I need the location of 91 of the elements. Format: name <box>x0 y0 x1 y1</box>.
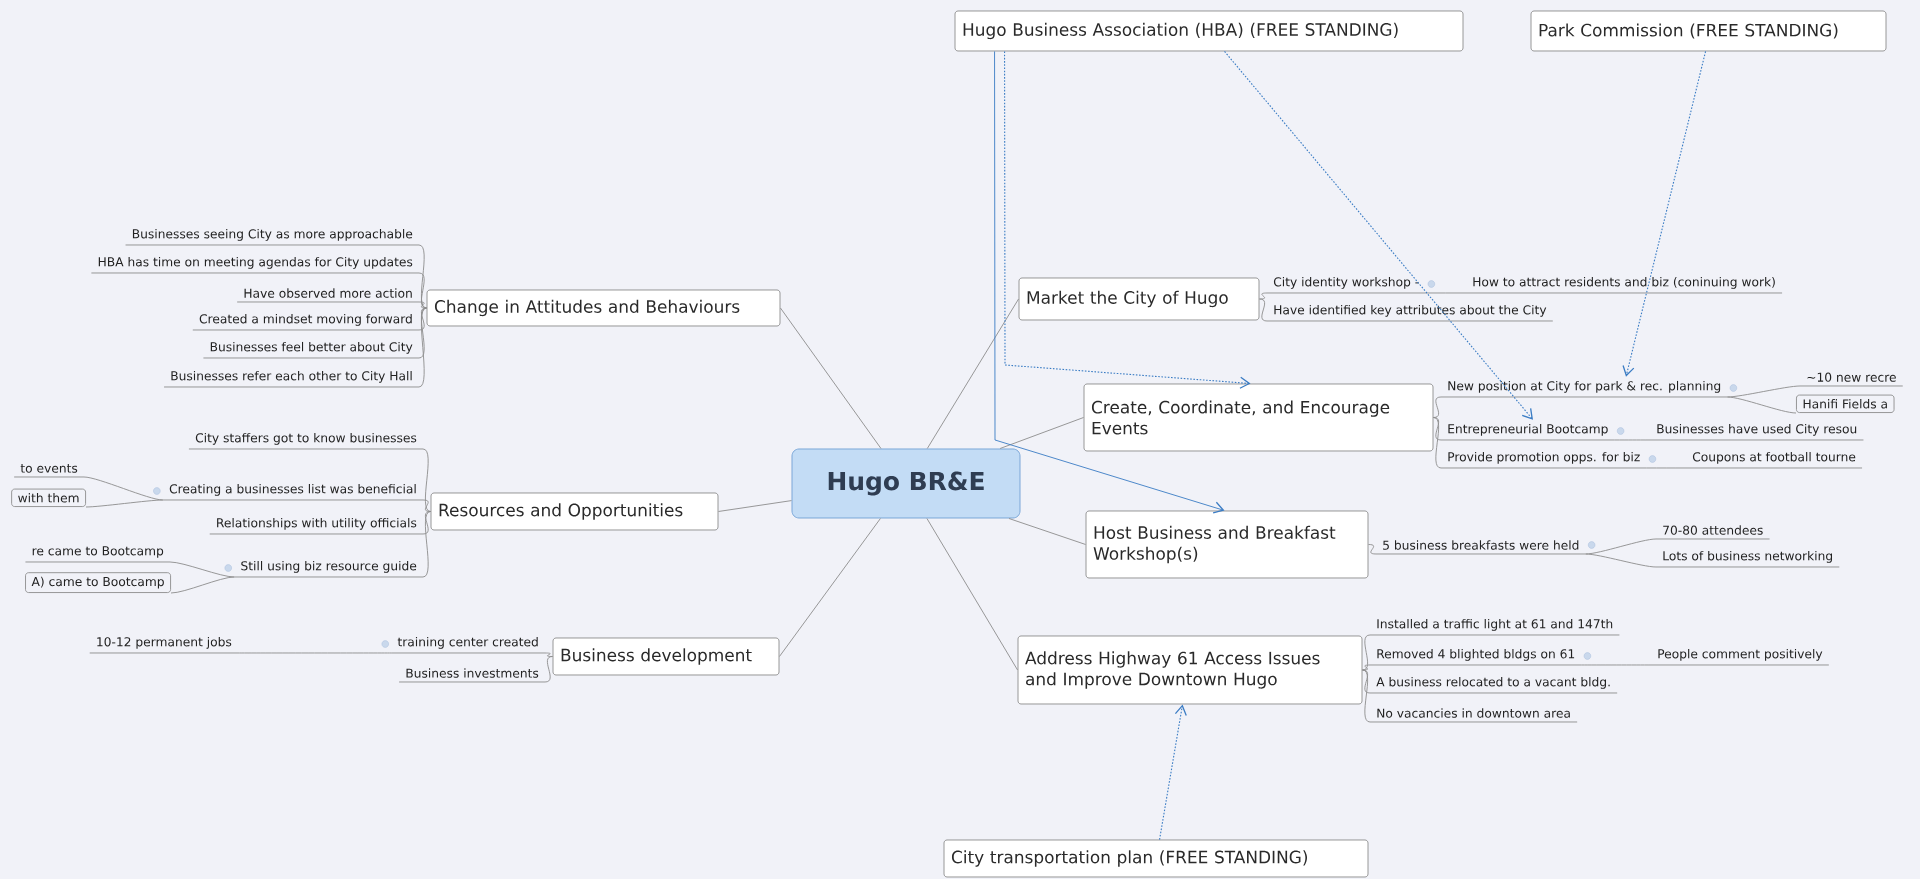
connector-line <box>422 448 431 512</box>
connector-line <box>999 417 1084 449</box>
subtopic-text: 10-12 permanent jobs <box>89 636 239 654</box>
subtopic-text: Provide promotion opps. for biz <box>1440 451 1647 469</box>
connector-line <box>1008 518 1086 545</box>
connector-line <box>780 307 882 449</box>
subtopic-text: City identity workshop - <box>1266 276 1426 294</box>
subtopic-text: HBA has time on meeting agendas for City updates <box>90 256 420 274</box>
connector-line <box>169 561 235 578</box>
connector-line <box>1433 417 1442 441</box>
subtopic-text: Businesses refer each other to City Hall <box>163 370 420 388</box>
connector-line <box>926 518 1018 671</box>
arrow <box>994 51 1225 514</box>
connector-line <box>418 307 427 359</box>
connector-line <box>422 511 431 535</box>
connector-line <box>418 307 427 331</box>
subtopic-text: training center created <box>390 636 546 654</box>
subtopic-text: re came to Bootcamp <box>25 546 171 563</box>
topic-box: Resources and Opportunities <box>430 492 719 531</box>
connector-line <box>418 272 427 309</box>
topic-box: Create, Coordinate, and Encourage Events <box>1083 383 1434 452</box>
subtopic-text: How to attract residents and biz (coninuing work) <box>1465 276 1783 294</box>
subtopic-text: Entrepreneurial Bootcamp <box>1440 423 1616 441</box>
connector-line <box>1614 439 1651 441</box>
connector-line <box>1362 669 1371 723</box>
connector-line <box>1433 396 1442 418</box>
connector-line <box>926 298 1019 449</box>
arrow <box>1622 50 1707 377</box>
topic-box: Business development <box>552 637 780 676</box>
topic-box: Host Business and Breakfast Workshop(s) <box>1085 510 1369 579</box>
connector-line <box>418 307 427 388</box>
subtopic-text: Creating a businesses list was beneficial <box>162 483 424 501</box>
subtopic-box: A) came to Bootcamp <box>25 572 171 593</box>
subtopic-text: A business relocated to a vacant bldg. <box>1369 676 1618 694</box>
subtopic-text: Businesses seeing City as more approachable <box>125 228 420 246</box>
subtopic-text: People comment positively <box>1650 648 1830 666</box>
connector-line <box>1585 553 1657 568</box>
connector-line <box>1362 664 1371 671</box>
subtopic-text: Businesses have used City resou <box>1649 423 1864 441</box>
topic-box: Address Highway 61 Access Issues and Improve Downtown Hugo <box>1017 635 1363 705</box>
connector-line <box>1646 467 1687 469</box>
subtopic-text: Have observed more action <box>236 288 420 303</box>
connector-line <box>544 656 553 683</box>
connector-line <box>1433 417 1442 469</box>
connector-line <box>418 244 427 309</box>
subtopic-text: to events <box>13 464 85 478</box>
connector-line <box>170 576 235 594</box>
connector-line <box>418 301 427 309</box>
subtopic-text: Removed 4 blighted bldgs on 61 <box>1369 648 1582 666</box>
connector-line <box>1726 396 1797 414</box>
connector-line <box>718 500 792 512</box>
subtopic-text: New position at City for park & rec. planning <box>1440 380 1728 398</box>
connector-line <box>237 652 392 654</box>
connector-line <box>85 499 164 508</box>
topic-box: Change in Attitudes and Behaviours <box>426 289 781 327</box>
subtopic-box: Hanifi Fields a <box>1796 394 1895 413</box>
subtopic-text: Relationships with utility officials <box>209 517 424 535</box>
connector-line <box>1362 669 1371 694</box>
floating-topic-box: Hugo Business Association (HBA) (FREE STANDING) <box>954 10 1464 52</box>
subtopic-text: Coupons at football tourne <box>1685 451 1863 469</box>
subtopic-text: Business investments <box>398 668 546 683</box>
connector-line <box>422 511 431 578</box>
subtopic-text: Businesses feel better about City <box>202 341 420 359</box>
arrow <box>1004 50 1251 389</box>
connector-line <box>1259 292 1268 300</box>
central-topic-box: Hugo BR&E <box>791 448 1021 519</box>
floating-topic-box: Park Commission (FREE STANDING) <box>1530 10 1887 52</box>
subtopic-text: Created a mindset moving forward <box>192 313 420 331</box>
connector-line <box>544 652 553 657</box>
floating-topic-box: City transportation plan (FREE STANDING) <box>943 839 1369 878</box>
connector-line <box>422 499 431 512</box>
connector-line <box>1580 664 1652 666</box>
subtopic-text: 5 business breakfasts were held <box>1375 540 1587 555</box>
connector-line <box>1424 292 1467 294</box>
subtopic-text: 70-80 attendees <box>1655 525 1771 540</box>
connector-line <box>779 518 881 657</box>
subtopic-box: with them <box>11 488 86 507</box>
subtopic-text: No vacancies in downtown area <box>1369 708 1578 723</box>
subtopic-text: Lots of business networking <box>1655 550 1840 568</box>
subtopic-text: Have identified key attributes about the City <box>1266 304 1554 322</box>
subtopic-text: City staffers got to know businesses <box>188 432 424 450</box>
topic-box: Market the City of Hugo <box>1018 277 1260 321</box>
connector-line <box>1585 538 1657 555</box>
connector-line <box>1362 634 1371 671</box>
subtopic-text: Still using biz resource guide <box>233 560 424 578</box>
arrow <box>1159 704 1187 841</box>
connector-line <box>1368 544 1377 555</box>
subtopic-text: ~10 new recre <box>1799 372 1904 387</box>
arrow <box>1224 50 1533 420</box>
subtopic-text: Installed a traffic light at 61 and 147th <box>1369 618 1620 636</box>
connector-line <box>1259 298 1268 322</box>
